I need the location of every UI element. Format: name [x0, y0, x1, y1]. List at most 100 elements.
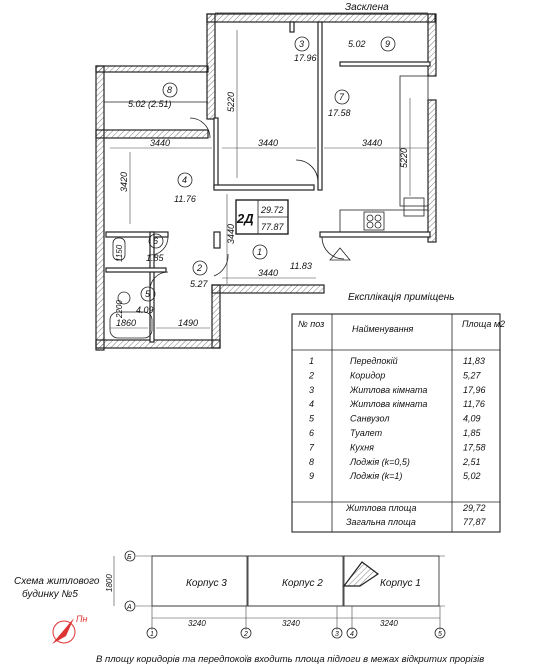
table-row-name: Житлова кімната [349, 385, 427, 395]
room-6-num: 6 [153, 236, 158, 246]
dim-3440-d: 3440 [258, 268, 278, 278]
scheme-dim-1: 3240 [188, 619, 206, 628]
room-3-num: 3 [299, 39, 304, 49]
apartment-living-area: 29.72 [260, 205, 284, 215]
dim-3440-b: 3440 [258, 138, 278, 148]
dimension-lines [110, 30, 428, 329]
table-summary-area: 29,72 [462, 503, 486, 513]
table-row-num: 9 [309, 471, 314, 481]
table-row-name: Лоджія (k=1) [349, 471, 402, 481]
wall-right [427, 99, 437, 243]
table-row-name: Житлова кімната [349, 399, 427, 409]
scheme-title-1: Схема житлового [14, 576, 100, 587]
dim-3440-a: 3440 [150, 138, 170, 148]
room-8-area: 5.02 (2.51) [128, 99, 172, 109]
axis-num-2: 2 [243, 631, 248, 638]
toilet-6 [112, 237, 126, 261]
table-row-num: 5 [309, 414, 315, 424]
scheme-title-2: будинку №5 [22, 588, 78, 600]
block-2-label: Корпус 2 [282, 578, 323, 589]
scheme-dim-vertical: 1800 [105, 574, 114, 592]
table-row-num: 3 [309, 385, 314, 395]
north-label: Пн [76, 614, 88, 624]
apartment-total-area: 77.87 [261, 222, 285, 232]
room-5-num: 5 [145, 289, 151, 299]
room-5-area: 4.09 [136, 305, 154, 315]
axis-letter-b: Б [127, 554, 132, 561]
wall-inner-2 [105, 231, 169, 238]
door-arc-1 [189, 117, 211, 139]
apartment-plan [95, 12, 437, 351]
room-3-area: 17.96 [294, 53, 317, 63]
table-row-area: 5,27 [463, 370, 482, 380]
room-4-num: 4 [182, 175, 187, 185]
axis-num-5: 5 [438, 631, 442, 638]
table-row-num: 7 [309, 442, 315, 452]
room-9-area: 5.02 [348, 39, 366, 49]
wall-top [206, 13, 436, 23]
dim-5220-b: 5220 [399, 148, 409, 168]
footnote: В площу коридорів та передпокоїв входить… [96, 654, 484, 665]
block-3-label: Корпус 3 [186, 578, 227, 589]
dim-5220-a: 5220 [226, 92, 236, 112]
door-arc-5 [321, 236, 345, 260]
table-row-name: Санвузол [350, 414, 389, 424]
wall-inner-6 [317, 21, 323, 191]
table-summary-name: Загальна площа [346, 517, 416, 527]
table-row-area: 11,76 [463, 399, 485, 409]
wall-inner-9 [339, 61, 431, 67]
table-row-area: 17,58 [463, 442, 486, 452]
wall-bottom [211, 284, 325, 294]
wall-right-upper [427, 13, 437, 77]
block-1-label: Корпус 1 [380, 578, 421, 589]
door-arc-6 [213, 253, 229, 277]
door-arc-2 [149, 236, 169, 256]
table-row-num: 6 [309, 428, 314, 438]
highlighted-section [342, 561, 380, 587]
room-8-num: 8 [167, 85, 172, 95]
wall-left [95, 65, 105, 351]
wall-inner-4 [105, 267, 167, 273]
table-header-name: Найменування [352, 324, 414, 334]
wall-inner-1 [213, 117, 219, 189]
wall-inner-8 [213, 231, 221, 249]
dim-2200: 2200 [115, 300, 124, 319]
dim-1860: 1860 [116, 318, 136, 328]
dim-1490: 1490 [178, 318, 198, 328]
room-9-num: 9 [385, 39, 390, 49]
table-row-area: 1,85 [463, 428, 482, 438]
axis-num-4: 4 [350, 631, 354, 638]
kitchen-column [399, 75, 429, 207]
glazed-label: Засклена [345, 2, 389, 13]
wall-bottom-left [95, 339, 221, 349]
door-arc-4 [295, 159, 319, 183]
explication-table [291, 313, 501, 533]
toilet-5 [117, 291, 131, 305]
table-row-area: 17,96 [463, 385, 486, 395]
entrance-triangle [329, 247, 351, 261]
axis-num-3: 3 [335, 631, 339, 638]
table-summary-name: Житлова площа [345, 503, 416, 513]
table-row-num: 2 [308, 370, 314, 380]
room-7-num: 7 [339, 92, 345, 102]
table-row-area: 2,51 [462, 457, 481, 467]
room-7-area: 17.58 [328, 108, 351, 118]
table-row-name: Передпокій [350, 356, 398, 366]
table-row-num: 1 [309, 356, 314, 366]
kitchen-counter [339, 209, 429, 233]
wall-inner-5 [213, 184, 315, 191]
table-row-area: 5,02 [463, 471, 481, 481]
building-scheme [113, 550, 446, 639]
dim-1150: 1150 [115, 244, 124, 262]
stove [363, 211, 385, 231]
room-2-num: 2 [196, 263, 202, 273]
table-header-num: № поз [298, 319, 324, 329]
block-2-outline [247, 555, 344, 607]
table-row-num: 8 [309, 457, 314, 467]
room-labels: 1 11.83 2 5.27 3 17.96 4 11.76 5 4.09 6 … [128, 36, 396, 315]
dimension-texts: 3440 3440 3440 3440 3440 5220 5220 3420 … [115, 92, 409, 328]
table-row-name: Кухня [350, 442, 374, 452]
wall-loggia-bottom [95, 129, 209, 139]
